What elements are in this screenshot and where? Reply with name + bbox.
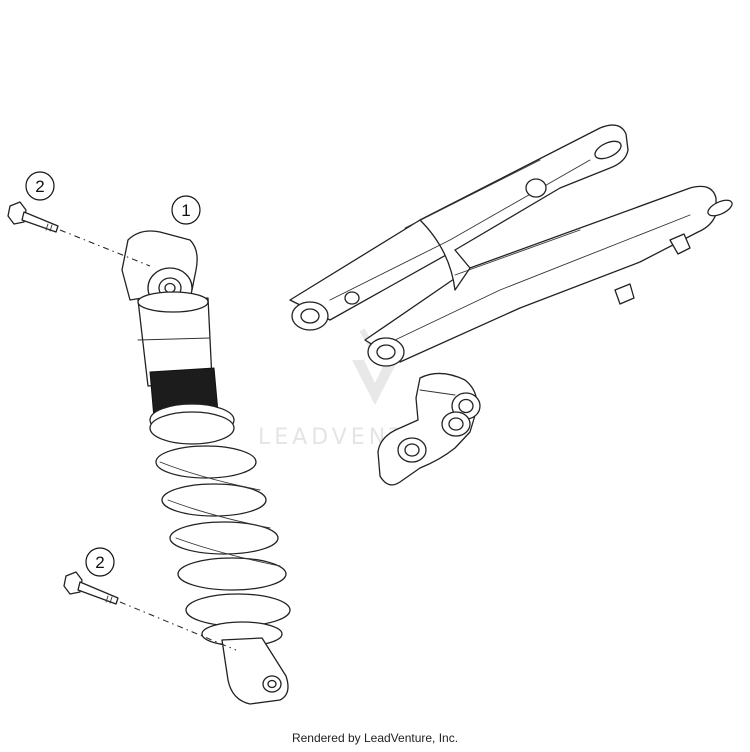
callout-bolt-bottom[interactable]: 2 (85, 547, 115, 577)
shock-absorber (121, 230, 291, 705)
callout-shock-label: 1 (181, 201, 190, 220)
linkage (377, 372, 481, 486)
render-credit: Rendered by LeadVenture, Inc. (291, 731, 459, 745)
spring (155, 445, 291, 627)
callout-shock[interactable]: 1 (171, 195, 201, 225)
callout-bolt-top[interactable]: 2 (25, 171, 55, 201)
callout-bolt-top-label: 2 (35, 177, 44, 196)
callout-bolt-bottom-label: 2 (95, 553, 104, 572)
bolt-top (7, 201, 59, 233)
swingarm (289, 124, 733, 367)
assembly-line-top (59, 229, 151, 267)
bolt-bottom (63, 571, 119, 605)
assembly-line-bottom (119, 601, 237, 651)
